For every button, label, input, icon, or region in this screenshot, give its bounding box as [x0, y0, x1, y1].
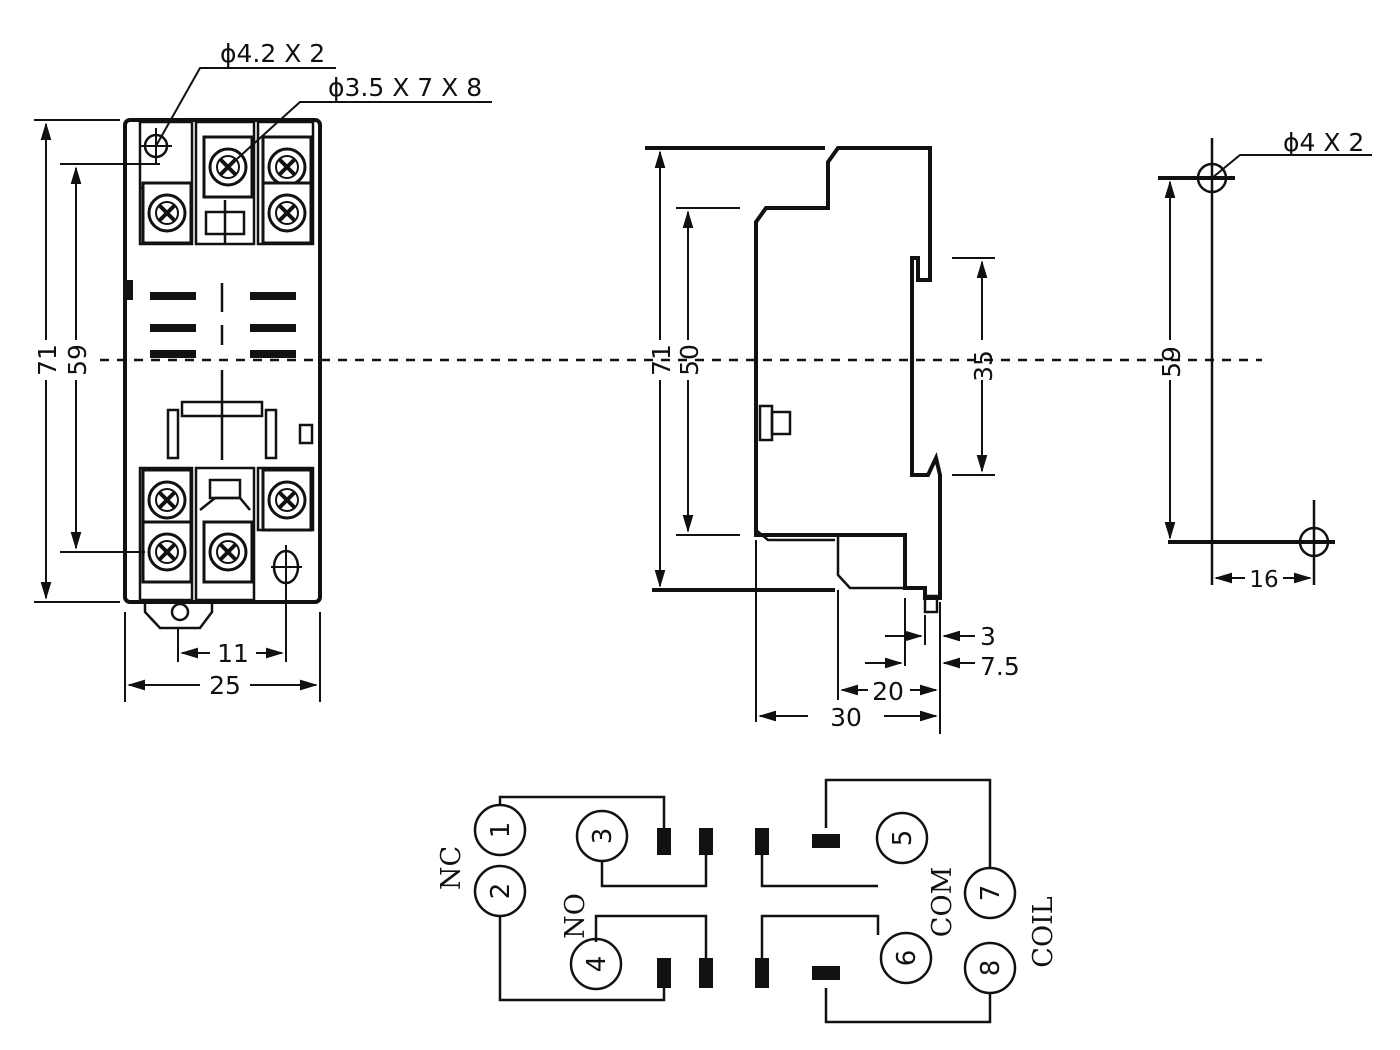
- dim-30: 30: [830, 703, 862, 732]
- mounting-view: ϕ4 X 2 59 16: [1157, 128, 1372, 593]
- label-com: COM: [927, 867, 958, 937]
- bottom-clip: [143, 600, 214, 630]
- pin-6: [879, 931, 933, 985]
- hole-callout-mount: ϕ4 X 2: [1283, 128, 1364, 157]
- pin-2-label: 2: [486, 883, 516, 900]
- lower-terminal-block: [138, 466, 315, 602]
- upper-terminal-block: [138, 120, 315, 246]
- dim-7-5: 7.5: [980, 652, 1020, 681]
- dim-width-25: 25: [209, 671, 241, 700]
- pin-4-label: 4: [582, 956, 612, 973]
- label-coil: COIL: [1028, 896, 1059, 967]
- pin-7: [963, 866, 1017, 920]
- side-view: 71 50 35 3 7.5 20 30: [645, 146, 1020, 734]
- wiring-schematic: 1 2 3 4 5 6 7 8 NC NO COM COIL: [436, 778, 1059, 1024]
- dim-height-50-side: 50: [675, 344, 704, 376]
- pin-8-label: 8: [976, 960, 1006, 977]
- front-view: ϕ4.2 X 2 ϕ3.5 X 7 X 8 71 59 11 25: [33, 39, 492, 702]
- screw-callout: ϕ3.5 X 7 X 8: [328, 73, 482, 102]
- pin-5-label: 5: [888, 830, 918, 847]
- dim-pitch-11: 11: [217, 639, 249, 668]
- dim-height-71-side: 71: [647, 344, 676, 376]
- dim-height-59-mount: 59: [1157, 346, 1186, 378]
- pin-8: [963, 941, 1017, 995]
- pin-6-label: 6: [892, 950, 922, 967]
- hole-callout-front: ϕ4.2 X 2: [220, 39, 325, 68]
- dim-height-59-front: 59: [63, 344, 92, 376]
- pin-3: [575, 809, 629, 863]
- pin-7-label: 7: [976, 885, 1006, 902]
- label-nc: NC: [436, 846, 467, 890]
- pin-1-label: 1: [486, 822, 516, 839]
- dim-offset-16: 16: [1249, 567, 1278, 593]
- side-profile: [754, 146, 942, 600]
- dim-20: 20: [872, 677, 904, 706]
- label-no: NO: [560, 893, 591, 939]
- pin-4: [569, 937, 623, 991]
- dim-rail-35: 35: [969, 350, 998, 382]
- pin-5: [875, 811, 929, 865]
- dim-height-71-front: 71: [33, 344, 62, 376]
- pin-2: [473, 864, 527, 918]
- mount-hole-top: [1196, 162, 1228, 194]
- dim-3: 3: [980, 622, 996, 651]
- pin-1: [473, 803, 527, 857]
- middle-slots: [123, 280, 314, 460]
- pin-3-label: 3: [588, 828, 618, 845]
